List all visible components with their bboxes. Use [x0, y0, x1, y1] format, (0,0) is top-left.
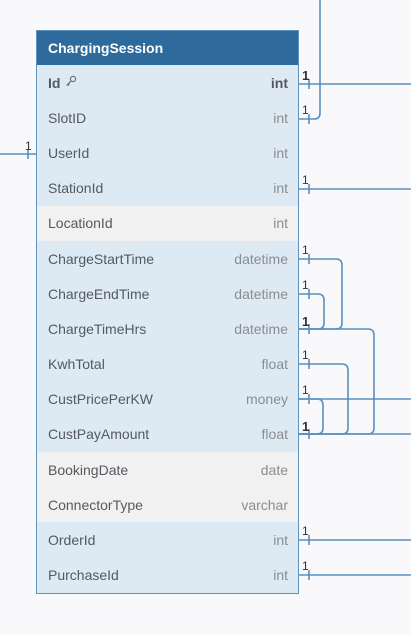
column-name: SlotID	[48, 110, 86, 126]
column-name-text: CustPayAmount	[48, 426, 150, 443]
cardinality-price: 1	[302, 383, 309, 397]
column-name: CustPricePerKW	[48, 391, 153, 407]
column-row-id[interactable]: Id int	[37, 65, 298, 101]
column-type: datetime	[234, 285, 288, 302]
cardinality-kwh: 1	[302, 348, 309, 362]
column-name: CustPayAmount	[48, 426, 149, 442]
column-row-chargetimehrs[interactable]: ChargeTimeHrs datetime	[37, 311, 298, 347]
column-name: StationId	[48, 180, 103, 196]
column-type: float	[261, 356, 288, 373]
column-row-custpayamount[interactable]: CustPayAmount float	[37, 416, 298, 453]
column-row-custpriceperkw[interactable]: CustPricePerKW money	[37, 381, 298, 417]
column-row-kwhtotal[interactable]: KwhTotal float	[37, 346, 298, 382]
column-name-text: BookingDate	[48, 461, 129, 478]
column-name: ChargeEndTime	[48, 286, 149, 302]
cardinality-slotid: 1	[302, 103, 309, 117]
cardinality-orderid: 1	[302, 524, 309, 538]
cardinality-pay: 1	[302, 419, 309, 434]
cardinality-start: 1	[302, 243, 309, 257]
column-row-bookingdate[interactable]: BookingDate date	[37, 452, 298, 488]
column-row-slotid[interactable]: SlotID int	[37, 100, 298, 136]
column-name-text: PurchaseId	[48, 567, 119, 584]
column-type: date	[260, 461, 288, 478]
connector-hrs-to-pay[interactable]	[299, 328, 375, 435]
table-header[interactable]: ChargingSession	[37, 31, 298, 65]
connector-slotid[interactable]	[299, 0, 321, 120]
column-name: ConnectorType	[48, 497, 143, 513]
cardinality-purchaseid: 1	[302, 559, 309, 573]
column-name-text: StationId	[48, 180, 104, 197]
column-name-text: OrderId	[48, 532, 96, 549]
column-name-text: ChargeStartTime	[48, 250, 155, 267]
column-name-text: LocationId	[48, 215, 113, 232]
cardinality-end: 1	[302, 278, 309, 292]
column-name: ChargeStartTime	[48, 251, 154, 267]
table-title: ChargingSession	[48, 40, 164, 56]
column-name-text: SlotID	[48, 109, 87, 126]
column-name: LocationId	[48, 215, 113, 231]
column-row-userid[interactable]: UserId int	[37, 135, 298, 171]
cardinality-userid: 1	[25, 139, 32, 153]
column-type: int	[270, 74, 288, 91]
column-type: int	[273, 109, 288, 126]
column-type: int	[273, 180, 288, 197]
column-row-chargestarttime[interactable]: ChargeStartTime datetime	[37, 240, 298, 277]
column-row-orderid[interactable]: OrderId int	[37, 522, 298, 558]
column-row-locationid[interactable]: LocationId int	[37, 205, 298, 241]
column-type: float	[261, 426, 288, 443]
column-type: varchar	[241, 496, 288, 513]
column-type: int	[273, 567, 288, 584]
key-icon	[65, 75, 77, 90]
cardinality-stationid: 1	[302, 173, 309, 187]
column-name: BookingDate	[48, 462, 128, 478]
column-row-chargeendtime[interactable]: ChargeEndTime datetime	[37, 276, 298, 312]
column-name-text: ChargeEndTime	[48, 285, 150, 302]
column-type: datetime	[234, 250, 288, 267]
column-type: int	[273, 532, 288, 549]
column-name-text: CustPricePerKW	[48, 391, 154, 408]
column-row-stationid[interactable]: StationId int	[37, 170, 298, 206]
cardinality-id: 1	[302, 68, 309, 83]
column-row-purchaseid[interactable]: PurchaseId int	[37, 557, 298, 593]
column-name: UserId	[48, 145, 89, 161]
column-name-text: ChargeTimeHrs	[48, 320, 147, 337]
column-type: int	[273, 215, 288, 232]
column-name-text: Id	[48, 74, 61, 91]
column-name-text: ConnectorType	[48, 496, 143, 513]
column-type: datetime	[234, 320, 288, 337]
column-type: int	[273, 144, 288, 161]
column-name: PurchaseId	[48, 567, 119, 583]
column-name: ChargeTimeHrs	[48, 321, 146, 337]
column-name: Id	[48, 75, 77, 91]
column-row-connectortype[interactable]: ConnectorType varchar	[37, 487, 298, 523]
column-name-text: KwhTotal	[48, 356, 105, 373]
column-name-text: UserId	[48, 144, 90, 161]
cardinality-hrs: 1	[302, 314, 309, 329]
column-name: KwhTotal	[48, 356, 105, 372]
column-name: OrderId	[48, 532, 95, 548]
column-type: money	[245, 391, 288, 408]
